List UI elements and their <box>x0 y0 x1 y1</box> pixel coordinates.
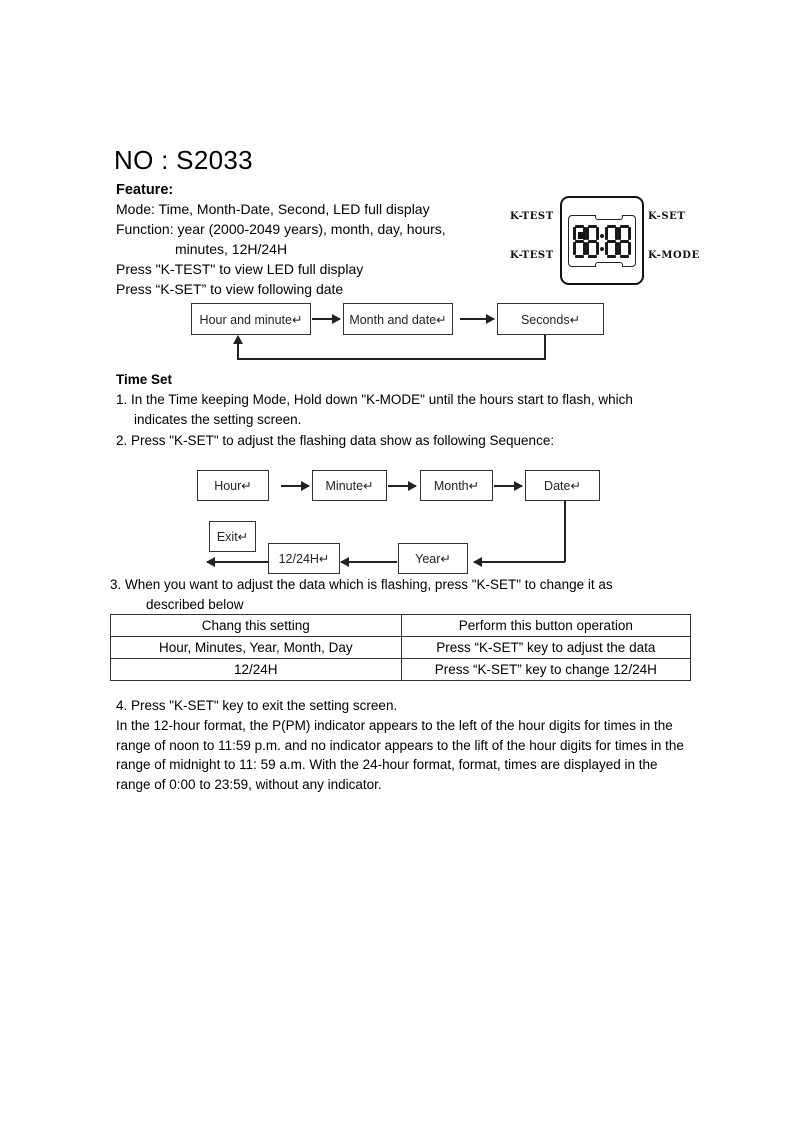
arrow-12-24h-to-exit <box>206 557 268 566</box>
flow-box-hour-and-minute: Hour and minute↵ <box>191 303 311 335</box>
arrow-date-to-year <box>473 557 565 566</box>
time-set-heading: Time Set <box>116 372 173 387</box>
time-set-step-1: 1. In the Time keeping Mode, Hold down "… <box>116 392 633 407</box>
feature-heading: Feature: <box>116 182 174 198</box>
arrow-minute-to-month <box>388 481 417 490</box>
display-notch-bottom <box>595 262 623 267</box>
led-digit-1 <box>573 225 586 259</box>
feedback-arrow-up <box>233 335 242 359</box>
device-label-k-mode: K-MODE <box>648 250 700 261</box>
date-to-year-line-down <box>564 501 566 562</box>
feature-line-function-cont: minutes, 12H/24H <box>175 241 288 257</box>
table-row: 12/24H Press “K-SET” key to change 12/24… <box>110 658 692 681</box>
flow-box-seconds: Seconds↵ <box>497 303 604 335</box>
device-housing <box>560 196 644 285</box>
time-set-step-2: 2. Press "K-SET" to adjust the flashing … <box>116 433 555 448</box>
led-digit-2 <box>586 225 600 259</box>
flow-box-minute: Minute↵ <box>312 470 387 501</box>
feature-line-function: Function: year (2000-2049 years), month,… <box>116 221 446 237</box>
flow-box-month-and-date: Month and date↵ <box>343 303 453 335</box>
table-cell-setting-12-24h: 12/24H <box>110 658 402 681</box>
device-label-k-test-top: K-TEST <box>510 211 554 222</box>
feature-line-kset: Press “K-SET” to view following date <box>116 281 344 297</box>
device-label-k-set: K-SET <box>648 211 686 222</box>
flow-box-hour: Hour↵ <box>197 470 269 501</box>
arrow-month-to-date <box>494 481 523 490</box>
feature-line-mode: Mode: Time, Month-Date, Second, LED full… <box>116 201 430 217</box>
device-label-k-test-bottom: K-TEST <box>510 250 554 261</box>
flow-box-year: Year↵ <box>398 543 468 574</box>
flow-box-date: Date↵ <box>525 470 600 501</box>
feature-line-ktest: Press "K-TEST" to view LED full display <box>116 261 364 277</box>
flow-box-12-24h: 12/24H↵ <box>268 543 340 574</box>
table-header-button-operation: Perform this button operation <box>400 614 692 637</box>
device-illustration: K-TEST K-TEST K-SET K-MODE <box>505 195 700 290</box>
page-title: NO : S2033 <box>114 145 253 175</box>
led-digit-4 <box>618 225 631 259</box>
colon-separator-icon <box>599 225 605 259</box>
table-cell-operation-datetime: Press “K-SET” key to adjust the data <box>400 636 692 659</box>
table-row: Hour, Minutes, Year, Month, Day Press “K… <box>110 636 692 659</box>
time-set-step-3-cont: described below <box>146 597 244 612</box>
flow-box-month: Month↵ <box>420 470 493 501</box>
table-cell-operation-12-24h: Press “K-SET” key to change 12/24H <box>400 658 692 681</box>
arrow-month-to-seconds <box>460 314 495 323</box>
feedback-line-across <box>237 358 545 360</box>
arrow-hour-to-month <box>312 314 341 323</box>
pm-indicator-icon <box>578 232 585 239</box>
settings-table: Chang this setting Perform this button o… <box>110 614 692 681</box>
closing-step-4: 4. Press "K-SET" key to exit the setting… <box>116 698 398 713</box>
display-notch-top <box>595 215 623 220</box>
time-set-step-3: 3. When you want to adjust the data whic… <box>110 577 613 592</box>
led-display-panel <box>568 215 636 267</box>
feedback-line-down <box>544 335 546 360</box>
table-cell-setting-datetime: Hour, Minutes, Year, Month, Day <box>110 636 402 659</box>
arrow-hour-to-minute <box>281 481 310 490</box>
led-digit-row <box>573 222 631 262</box>
arrow-year-to-12-24h <box>340 557 397 566</box>
table-header-row: Chang this setting Perform this button o… <box>110 614 692 637</box>
flow-box-exit: Exit↵ <box>209 521 256 552</box>
time-set-step-1-cont: indicates the setting screen. <box>134 412 302 427</box>
closing-paragraph: In the 12-hour format, the P(PM) indicat… <box>116 718 684 792</box>
led-digit-3 <box>604 225 618 259</box>
table-header-change-setting: Chang this setting <box>110 614 402 637</box>
